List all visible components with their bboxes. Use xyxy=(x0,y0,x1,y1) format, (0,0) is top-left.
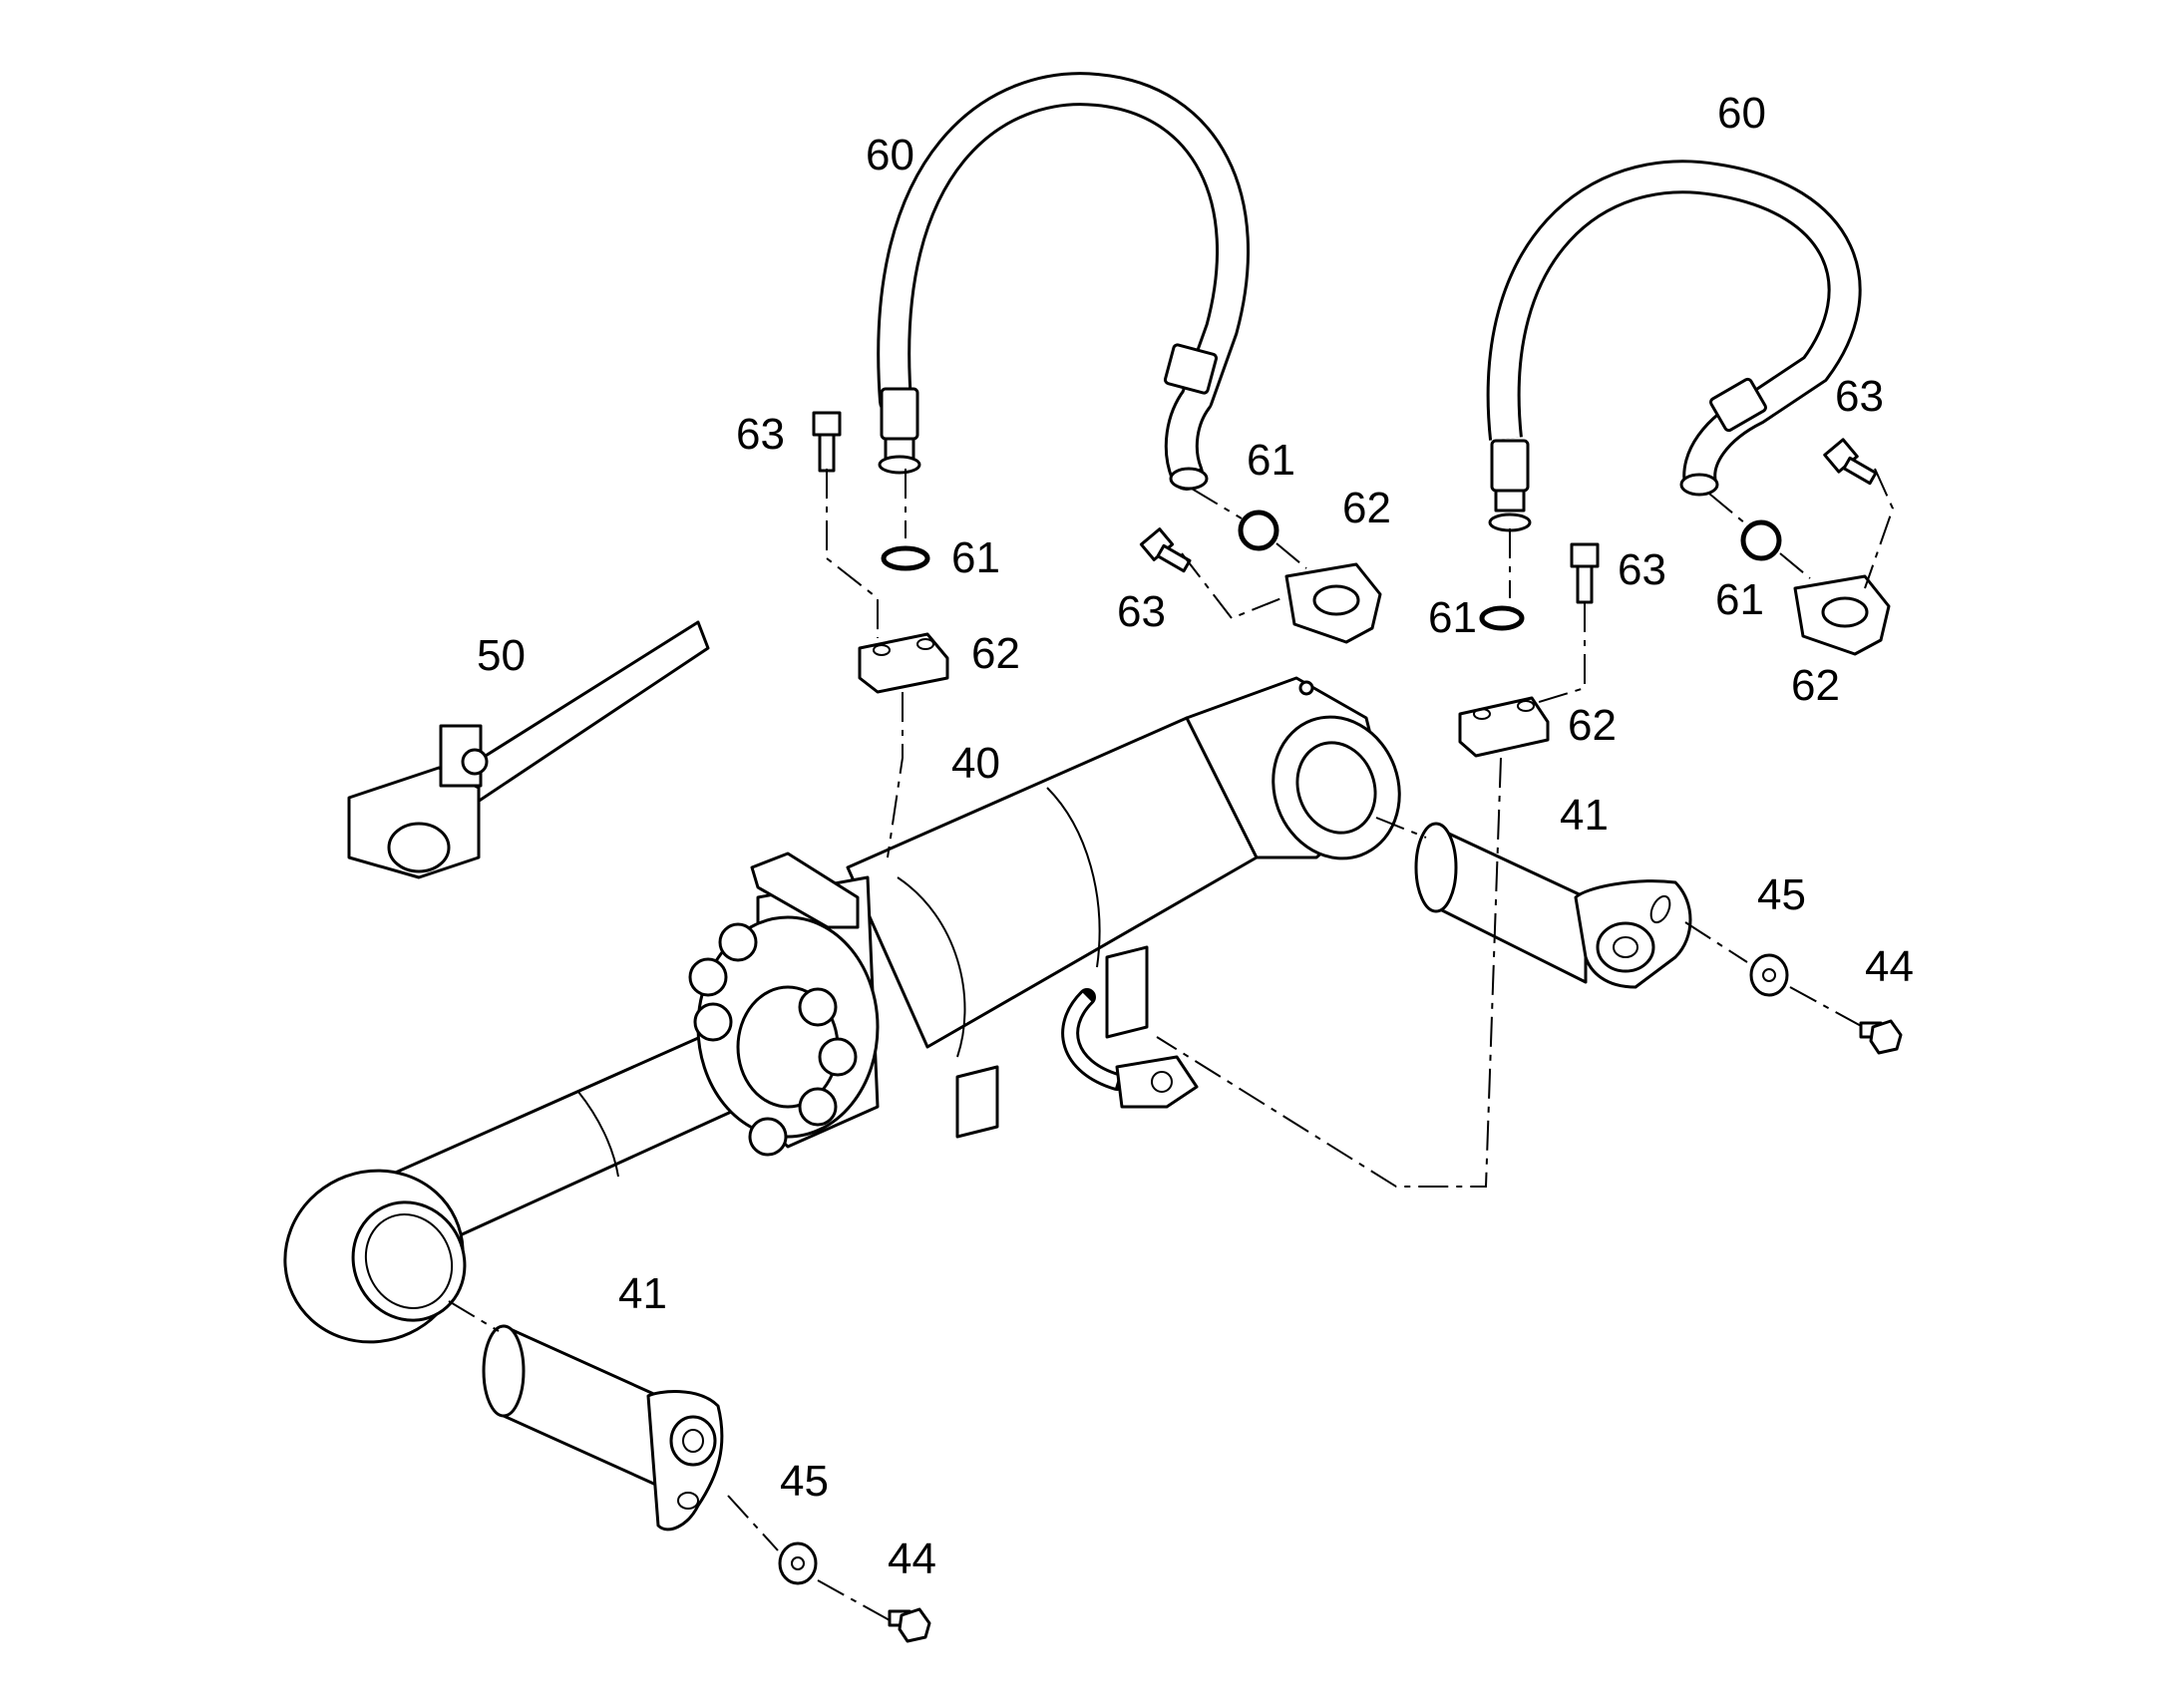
washer-right-hole xyxy=(1762,968,1776,982)
rod-bracket-50 xyxy=(347,620,710,879)
bolt-right-top xyxy=(1823,438,1878,486)
o-ring-mid xyxy=(1238,510,1279,551)
callout-screw-left: 44 xyxy=(888,1535,936,1583)
washer-left xyxy=(778,1541,818,1585)
callout-washer-left: 45 xyxy=(780,1457,829,1506)
callout-flange-mid: 62 xyxy=(1342,484,1391,532)
callout-flange-right: 62 xyxy=(1791,661,1840,710)
callout-pin-left: 41 xyxy=(618,1269,667,1318)
flange-clamp-mid xyxy=(1284,562,1382,644)
flange-clamp-center xyxy=(1458,696,1550,758)
o-ring-left xyxy=(881,545,930,571)
callout-washer-right: 45 xyxy=(1757,870,1806,919)
pivot-pin-right xyxy=(1414,822,1692,989)
washer-right xyxy=(1749,953,1789,997)
callout-bolt-left: 63 xyxy=(736,410,785,459)
bolt-mid xyxy=(1139,527,1192,573)
callout-oring-left: 61 xyxy=(951,533,1000,582)
callout-bolt-center: 63 xyxy=(1618,545,1666,594)
callout-screw-right: 44 xyxy=(1865,942,1914,991)
pivot-pin-left xyxy=(482,1324,724,1532)
callout-bolt-right-top: 63 xyxy=(1835,372,1884,421)
o-ring-center xyxy=(1479,605,1525,631)
callout-cylinder-40: 40 xyxy=(951,739,1000,788)
hydraulic-hose-right xyxy=(1486,160,1862,532)
callout-flange-center: 62 xyxy=(1568,701,1617,750)
assembly-lines xyxy=(448,468,1895,1621)
callout-hose-left: 60 xyxy=(866,131,914,179)
flange-clamp-left xyxy=(858,632,949,694)
callout-bolt-mid: 63 xyxy=(1117,587,1166,636)
flange-clamp-right xyxy=(1793,574,1891,656)
o-ring-right xyxy=(1740,519,1782,561)
callout-hose-right: 60 xyxy=(1717,89,1766,138)
callout-flange-left: 62 xyxy=(971,629,1020,678)
callout-oring-center: 61 xyxy=(1428,593,1477,642)
hydraulic-cylinder-40 xyxy=(283,676,1401,1344)
bolt-left xyxy=(812,411,842,473)
hydraulic-hose-left xyxy=(877,72,1251,491)
screw-left xyxy=(888,1607,931,1643)
callout-oring-mid: 61 xyxy=(1247,436,1295,485)
screw-right xyxy=(1859,1019,1903,1055)
bolt-center xyxy=(1570,542,1600,604)
callout-oring-right: 61 xyxy=(1715,575,1764,624)
washer-left-hole xyxy=(791,1556,805,1570)
callout-rod-50: 50 xyxy=(477,631,526,680)
callout-pin-right: 41 xyxy=(1560,791,1609,840)
